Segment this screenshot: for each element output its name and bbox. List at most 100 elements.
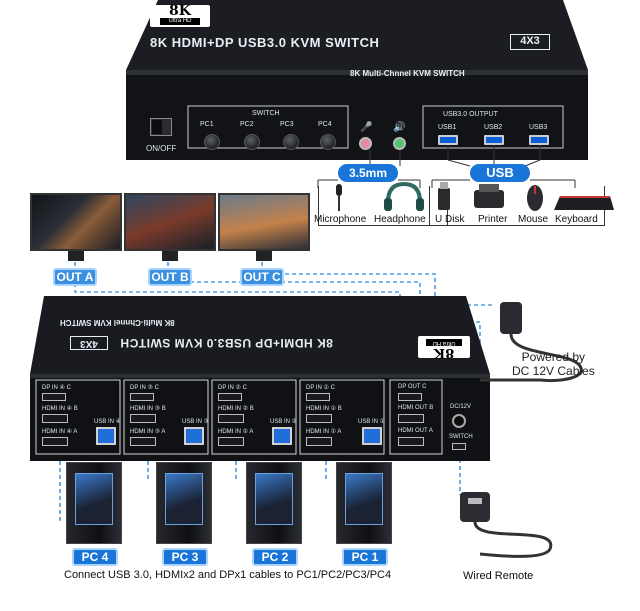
monitor-a	[30, 193, 122, 251]
out-hdmib-label: HDMI OUT B	[398, 405, 434, 411]
pc3-button[interactable]	[283, 134, 299, 150]
rear-model-title: 8K HDMI+DP USB3.0 KVM SWITCH	[120, 336, 333, 350]
top-logo: 8K Ultra HD	[150, 4, 210, 27]
pg2-usb-port[interactable]	[272, 427, 292, 445]
monitor-a-stand	[68, 251, 84, 261]
out-dp-port[interactable]	[398, 393, 422, 401]
power-adapter	[480, 302, 583, 382]
pg3-hdmia-label: HDMI IN ③ A	[130, 429, 166, 435]
remote-note: Wired Remote	[463, 570, 534, 582]
monitor-c	[218, 193, 310, 251]
device-udisk-label: U Disk	[435, 214, 465, 225]
out-hdmib-port[interactable]	[398, 414, 424, 423]
switch-label: SWITCH	[252, 110, 280, 117]
connect-note: Connect USB 3.0, HDMIx2 and DPx1 cables …	[64, 569, 392, 581]
pg1-hdmib-label: HDMI IN ① B	[306, 406, 342, 412]
dc-label: DC/12V	[450, 404, 472, 410]
pg4-hdmib-label: HDMI IN ④ B	[42, 406, 78, 412]
pc2-label: PC2	[240, 121, 254, 128]
mouse-icon	[527, 185, 543, 211]
top-badge: 4X3	[510, 34, 550, 50]
remote-port[interactable]	[452, 443, 466, 450]
pg4-hdmia-port[interactable]	[42, 437, 68, 446]
pg1-hdmia-label: HDMI IN ① A	[306, 429, 342, 435]
usb2-label: USB2	[484, 124, 503, 131]
usb-output-label: USB3.0 OUTPUT	[443, 111, 498, 118]
pg2-usb-label: USB IN ②	[270, 419, 298, 425]
top-kvm-unit	[126, 0, 588, 160]
rear-logo: 8K Ultra HD	[418, 336, 470, 360]
pg1-dp-label: DP IN ① C	[306, 385, 335, 391]
power-switch[interactable]	[150, 118, 172, 136]
pg1-dp-port[interactable]	[306, 393, 330, 401]
mic-icon: 🎤	[360, 122, 373, 133]
out-c-label: OUT C	[240, 268, 284, 286]
top-model-title: 8K HDMI+DP USB3.0 KVM SWITCH	[150, 35, 380, 50]
speaker-icon: 🔊	[393, 122, 406, 133]
headphone-icon	[384, 181, 424, 211]
rear-logo-main: 8K	[433, 345, 455, 360]
pc4-label: PC4	[318, 121, 332, 128]
pg2-hdmib-port[interactable]	[218, 414, 244, 423]
pc2-button[interactable]	[244, 134, 260, 150]
device-mouse-label: Mouse	[518, 214, 549, 225]
pc3-label: PC 3	[162, 548, 208, 566]
device-icons	[336, 181, 614, 211]
usb1-port[interactable]	[438, 135, 458, 145]
pc1-label: PC 1	[342, 548, 388, 566]
pg3-dp-port[interactable]	[130, 393, 154, 401]
power-note: Powered by DC 12V Cables	[512, 350, 595, 378]
pc3-label: PC3	[280, 121, 294, 128]
rear-sub-label: 8K Multi-Chnnel KVM SWITCH	[60, 318, 175, 327]
top-sub-label: 8K Multi-Chnnel KVM SWITCH	[350, 69, 465, 78]
pg1-usb-port[interactable]	[362, 427, 382, 445]
pg2-hdmia-label: HDMI IN ② A	[218, 429, 254, 435]
pc4-tower	[66, 462, 122, 544]
pg4-dp-port[interactable]	[42, 393, 66, 401]
dc-jack[interactable]	[452, 414, 466, 428]
power-label: ON/OFF	[146, 144, 177, 153]
rear-switch-label: SWITCH	[449, 434, 473, 440]
pg1-hdmib-port[interactable]	[306, 414, 332, 423]
pc2-label: PC 2	[252, 548, 298, 566]
printer-icon	[474, 184, 504, 208]
pg4-usb-port[interactable]	[96, 427, 116, 445]
pg2-hdmia-port[interactable]	[218, 437, 244, 446]
pg4-dp-label: DP IN ④ C	[42, 385, 71, 391]
pg2-dp-port[interactable]	[218, 393, 242, 401]
pc1-tower	[336, 462, 392, 544]
pg4-usb-label: USB IN ④	[94, 419, 122, 425]
device-printer-label: Printer	[478, 214, 508, 225]
mic-jack[interactable]	[359, 137, 372, 150]
pg3-hdmib-port[interactable]	[130, 414, 156, 423]
udisk-icon	[438, 182, 450, 210]
pg4-hdmia-label: HDMI IN ④ A	[42, 429, 78, 435]
pg3-usb-label: USB IN ③	[182, 419, 210, 425]
pg3-hdmia-port[interactable]	[130, 437, 156, 446]
monitor-b-stand	[162, 251, 178, 261]
microphone-icon	[336, 184, 342, 211]
headphone-jack[interactable]	[393, 137, 406, 150]
usb-pill: USB	[470, 164, 530, 182]
pg3-hdmib-label: HDMI IN ③ B	[130, 406, 166, 412]
out-hdmia-port[interactable]	[398, 437, 424, 446]
monitor-c-stand	[256, 251, 272, 261]
top-logo-sub: Ultra HD	[160, 18, 200, 25]
pc2-tower	[246, 462, 302, 544]
pg1-hdmia-port[interactable]	[306, 437, 332, 446]
keyboard-icon	[554, 196, 614, 210]
pc1-button[interactable]	[204, 134, 220, 150]
pg3-usb-port[interactable]	[184, 427, 204, 445]
pg2-hdmib-label: HDMI IN ② B	[218, 406, 254, 412]
usb3-port[interactable]	[529, 135, 549, 145]
pc1-label: PC1	[200, 121, 214, 128]
pg3-dp-label: DP IN ③ C	[130, 385, 159, 391]
rear-badge: 4X3	[70, 336, 108, 350]
device-microphone-label: Microphone	[314, 214, 367, 225]
usb2-port[interactable]	[484, 135, 504, 145]
pc4-button[interactable]	[320, 134, 336, 150]
pg2-dp-label: DP IN ② C	[218, 385, 247, 391]
out-a-label: OUT A	[53, 268, 97, 286]
pg4-hdmib-port[interactable]	[42, 414, 68, 423]
